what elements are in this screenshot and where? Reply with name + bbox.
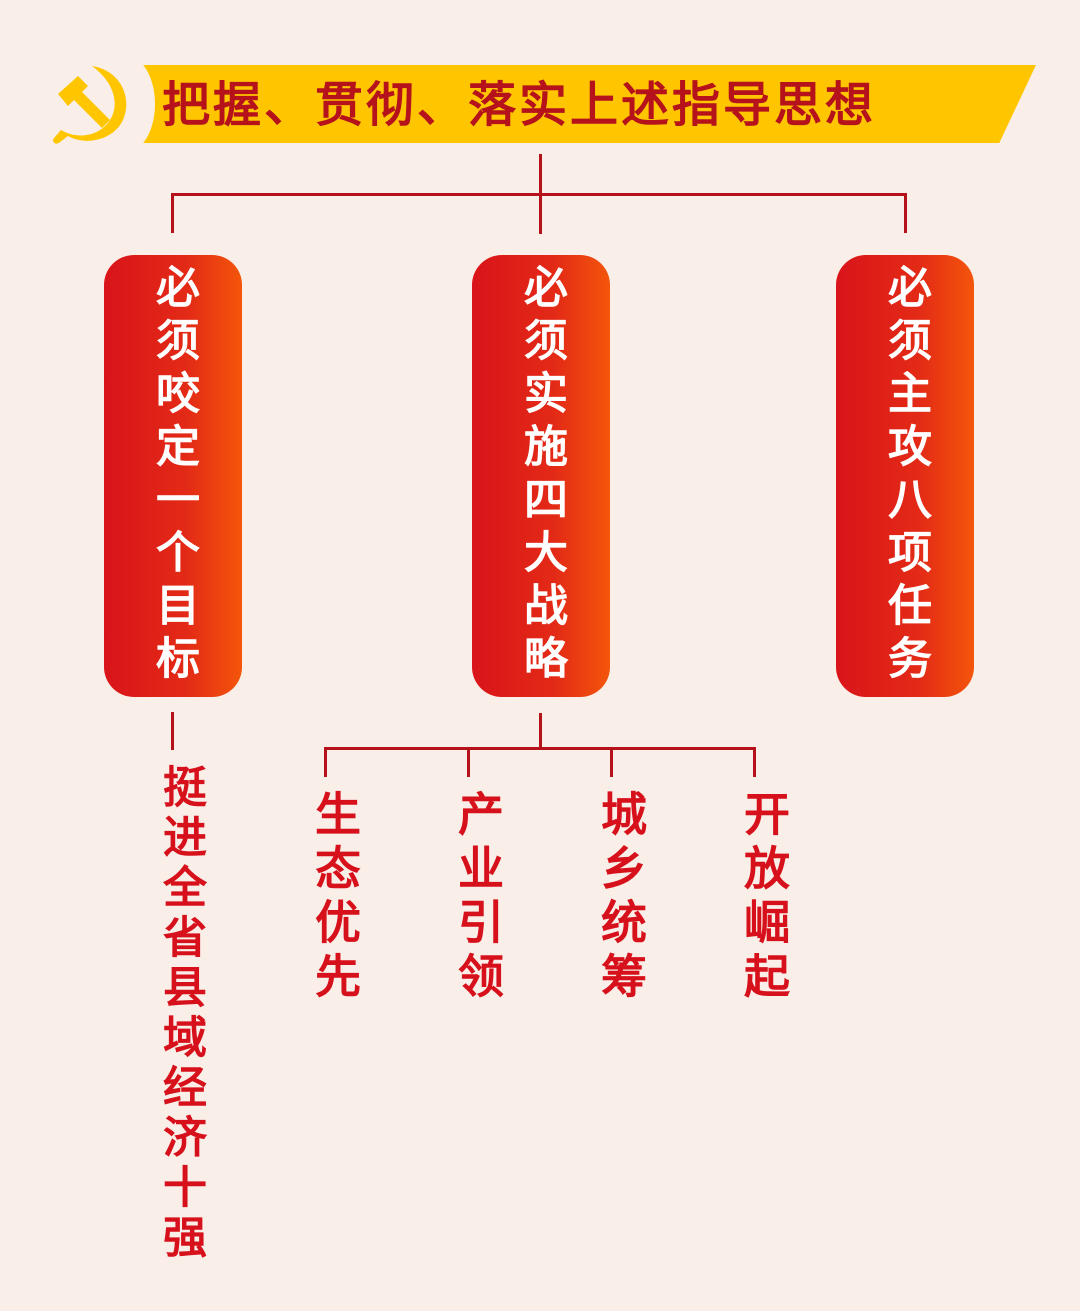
connector-strategies-horizontal — [324, 747, 756, 750]
connector-left — [171, 193, 174, 233]
hammer-and-sickle-icon — [53, 66, 127, 144]
strategy-urban-rural: 城乡统筹 — [594, 790, 648, 1006]
branch-strategies: 必须实施四大战略 — [472, 255, 610, 697]
branch-tasks-label: 必须主攻八项任务 — [880, 264, 931, 688]
connector-strategy-3 — [610, 747, 613, 777]
connector-strategy-4 — [753, 747, 756, 777]
branch-goal: 必须咬定一个目标 — [104, 255, 242, 697]
connector-goal-child — [171, 712, 174, 750]
branch-goal-label: 必须咬定一个目标 — [148, 264, 199, 688]
connector-strategy-1 — [324, 747, 327, 777]
strategy-industry-led: 产业引领 — [451, 790, 505, 1006]
branch-strategies-label: 必须实施四大战略 — [516, 264, 567, 688]
branch-tasks: 必须主攻八项任务 — [836, 255, 974, 697]
connector-strategy-2 — [467, 747, 470, 777]
connector-horizontal-top — [171, 193, 907, 196]
page-title: 把握、贯彻、落实上述指导思想 — [162, 77, 877, 133]
goal-child-text: 挺进全省县域经济十强 — [155, 764, 206, 1264]
strategy-opening-up: 开放崛起 — [737, 790, 791, 1006]
connector-strategies-trunk — [539, 713, 542, 750]
title-banner — [118, 65, 1036, 143]
strategy-ecology-first: 生态优先 — [308, 790, 362, 1006]
connector-right — [904, 193, 907, 233]
